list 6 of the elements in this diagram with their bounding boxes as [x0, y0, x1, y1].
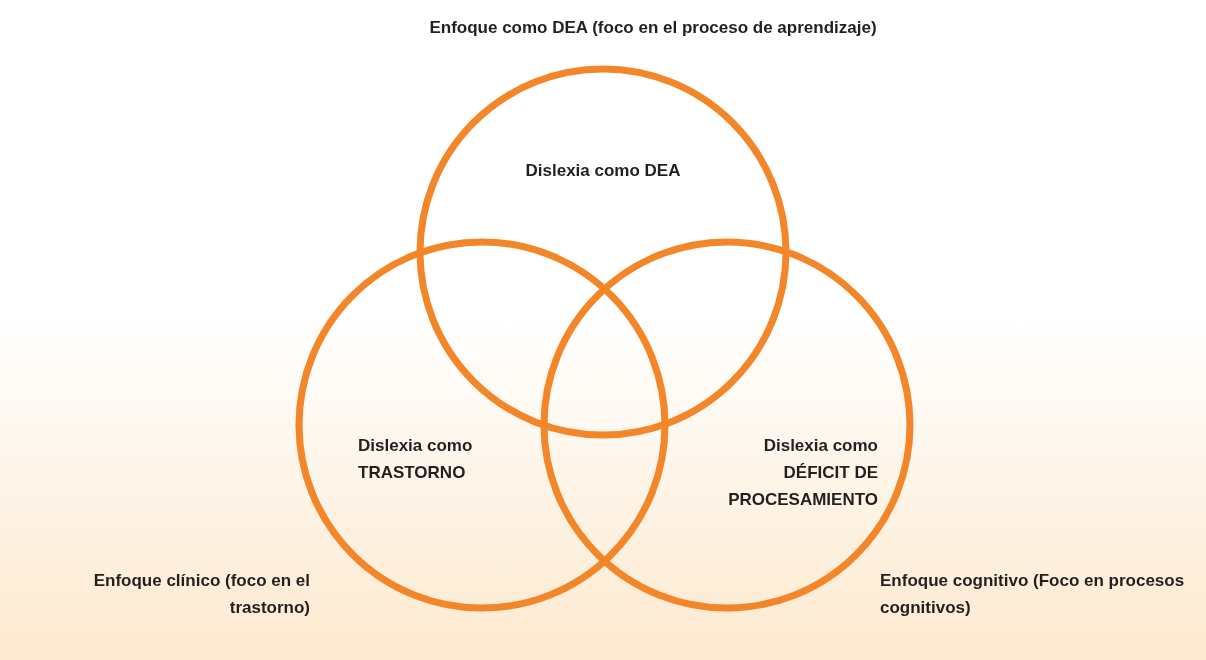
circle-label: Dislexia como DEA [524, 160, 682, 182]
circle-label: Dislexia como TRASTORNO [358, 435, 474, 484]
circle-label: Dislexia como DÉFICIT DE PROCESAMIENTO [727, 435, 878, 511]
approach-heading: Enfoque como DEA (foco en el proceso de aprendizaje) [428, 17, 878, 39]
approach-heading: Enfoque cognitivo (Foco en procesos cognitivos) [880, 570, 1186, 619]
approach-heading: Enfoque clínico (foco en el trastorno) [92, 570, 310, 619]
